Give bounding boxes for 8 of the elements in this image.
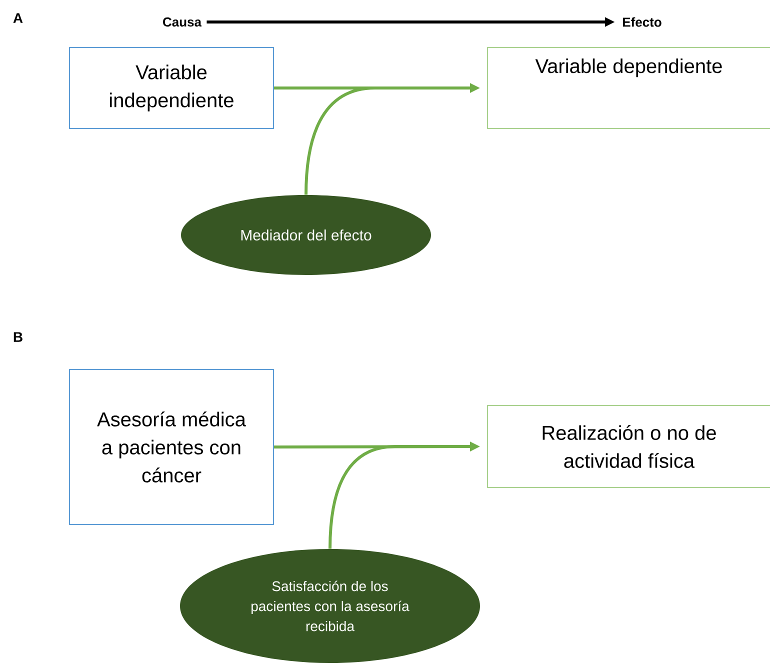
effect-label: Efecto	[623, 17, 662, 27]
panel-letter: B	[14, 332, 22, 342]
variable-box: Asesoría médica a pacientes con cáncer	[69, 369, 274, 525]
variable-box: Realización o no de actividad física	[487, 405, 770, 488]
variable-box: Variable dependiente	[487, 47, 770, 129]
cause-label: Causa	[163, 17, 202, 27]
panel-letter: A	[13, 13, 23, 23]
variable-box: Variable independiente	[69, 47, 274, 129]
